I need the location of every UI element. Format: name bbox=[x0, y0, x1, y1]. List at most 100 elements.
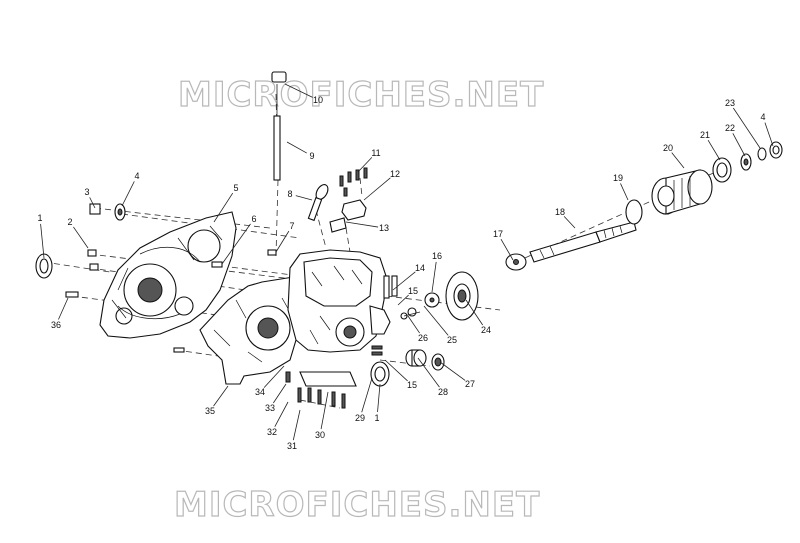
callout-leader-11 bbox=[357, 157, 373, 173]
callout-leader-12 bbox=[363, 177, 391, 201]
callout-leader-2 bbox=[73, 226, 89, 249]
tag-3 bbox=[89, 203, 101, 215]
bolts-31-34 bbox=[285, 371, 346, 409]
callout-leader-27 bbox=[439, 361, 466, 381]
callout-leader-34 bbox=[263, 365, 285, 388]
callout-label-9: 9 bbox=[309, 151, 314, 161]
main-case-right bbox=[287, 249, 391, 353]
bushing-28 bbox=[405, 349, 427, 367]
callout-label-18: 18 bbox=[555, 207, 565, 217]
callout-leader-25 bbox=[423, 305, 449, 336]
callout-leader-17 bbox=[500, 238, 514, 261]
dowel-7 bbox=[267, 249, 277, 256]
pin-36 bbox=[65, 291, 79, 298]
pins-14 bbox=[383, 275, 398, 299]
callout-leader-1 bbox=[40, 223, 45, 259]
callout-leader-3 bbox=[89, 197, 96, 209]
callout-leader-30 bbox=[320, 391, 329, 430]
callout-leader-18 bbox=[563, 216, 576, 229]
callout-label-3: 3 bbox=[84, 187, 89, 197]
callout-label-14: 14 bbox=[415, 263, 425, 273]
callout-label-24: 24 bbox=[481, 325, 491, 335]
callout-leader-5 bbox=[213, 192, 234, 223]
clip-23 bbox=[757, 147, 767, 161]
callout-label-15: 15 bbox=[407, 380, 417, 390]
callout-label-7: 7 bbox=[289, 221, 294, 231]
main-case-left bbox=[199, 275, 301, 385]
callout-label-2: 2 bbox=[67, 217, 72, 227]
callout-label-36: 36 bbox=[51, 320, 61, 330]
callout-label-10: 10 bbox=[313, 95, 323, 105]
callout-label-21: 21 bbox=[700, 130, 710, 140]
callout-leader-14 bbox=[392, 271, 416, 291]
screws-11 bbox=[339, 167, 368, 197]
callout-leader-4 bbox=[764, 122, 774, 147]
plate-30 bbox=[299, 371, 357, 387]
bolts-2 bbox=[87, 249, 99, 271]
callout-label-8: 8 bbox=[287, 189, 292, 199]
callout-label-25: 25 bbox=[447, 335, 457, 345]
callout-leader-36 bbox=[58, 297, 69, 320]
o-ring-19 bbox=[625, 199, 643, 225]
callout-label-32: 32 bbox=[267, 427, 277, 437]
callout-label-17: 17 bbox=[493, 229, 503, 239]
washer-4-right bbox=[769, 141, 783, 159]
callout-leader-21 bbox=[707, 139, 721, 161]
callout-label-35: 35 bbox=[205, 406, 215, 416]
seal-bottom bbox=[370, 361, 390, 387]
callout-leader-35 bbox=[213, 385, 229, 407]
callout-leader-31 bbox=[292, 409, 301, 441]
watermark-bottom: MICROFICHES.NET bbox=[174, 485, 540, 525]
callout-label-34: 34 bbox=[255, 387, 265, 397]
callout-label-1: 1 bbox=[374, 413, 379, 423]
seal-27 bbox=[431, 353, 445, 371]
callout-leader-19 bbox=[620, 183, 629, 201]
callout-label-27: 27 bbox=[465, 379, 475, 389]
callout-label-26: 26 bbox=[418, 333, 428, 343]
gear-20 bbox=[651, 169, 713, 215]
dipstick-tube bbox=[271, 71, 287, 181]
callout-label-5: 5 bbox=[233, 183, 238, 193]
callout-leader-15 bbox=[397, 294, 409, 306]
callout-leader-8 bbox=[295, 195, 313, 201]
callout-label-33: 33 bbox=[265, 403, 275, 413]
shaft-assembly bbox=[505, 221, 637, 271]
callout-leader-10 bbox=[284, 83, 313, 98]
washer-16 bbox=[424, 292, 440, 308]
callout-label-28: 28 bbox=[438, 387, 448, 397]
callout-label-4: 4 bbox=[134, 171, 139, 181]
callout-leader-20 bbox=[671, 152, 685, 169]
spacer-22 bbox=[740, 153, 752, 171]
callout-label-16: 16 bbox=[432, 251, 442, 261]
callout-leader-4 bbox=[121, 181, 135, 207]
callout-leader-22 bbox=[732, 133, 746, 157]
callout-leader-6 bbox=[221, 223, 251, 265]
watermark-top: MICROFICHES.NET bbox=[178, 75, 544, 115]
callout-leader-29 bbox=[361, 377, 373, 413]
washer-4-left bbox=[114, 203, 126, 221]
callout-label-13: 13 bbox=[379, 223, 389, 233]
callout-label-19: 19 bbox=[613, 173, 623, 183]
bracket bbox=[329, 199, 367, 233]
callout-leader-7 bbox=[275, 230, 290, 253]
callout-leader-28 bbox=[417, 357, 440, 388]
callout-leader-23 bbox=[732, 107, 761, 149]
callout-label-11: 11 bbox=[371, 148, 380, 158]
hardware-25-26 bbox=[400, 307, 421, 320]
callout-leader-26 bbox=[407, 315, 420, 334]
callout-label-22: 22 bbox=[725, 123, 735, 133]
callout-label-1: 1 bbox=[37, 213, 42, 223]
pin-35-small bbox=[173, 347, 185, 353]
callout-label-29: 29 bbox=[355, 413, 365, 423]
callout-leader-32 bbox=[274, 401, 289, 427]
callout-label-23: 23 bbox=[725, 98, 735, 108]
callout-leader-33 bbox=[272, 383, 287, 404]
callout-label-20: 20 bbox=[663, 143, 673, 153]
pins-15 bbox=[371, 345, 383, 356]
breather bbox=[307, 184, 329, 222]
callout-label-30: 30 bbox=[315, 430, 325, 440]
callout-label-31: 31 bbox=[287, 441, 297, 451]
callout-leader-24 bbox=[465, 299, 484, 326]
